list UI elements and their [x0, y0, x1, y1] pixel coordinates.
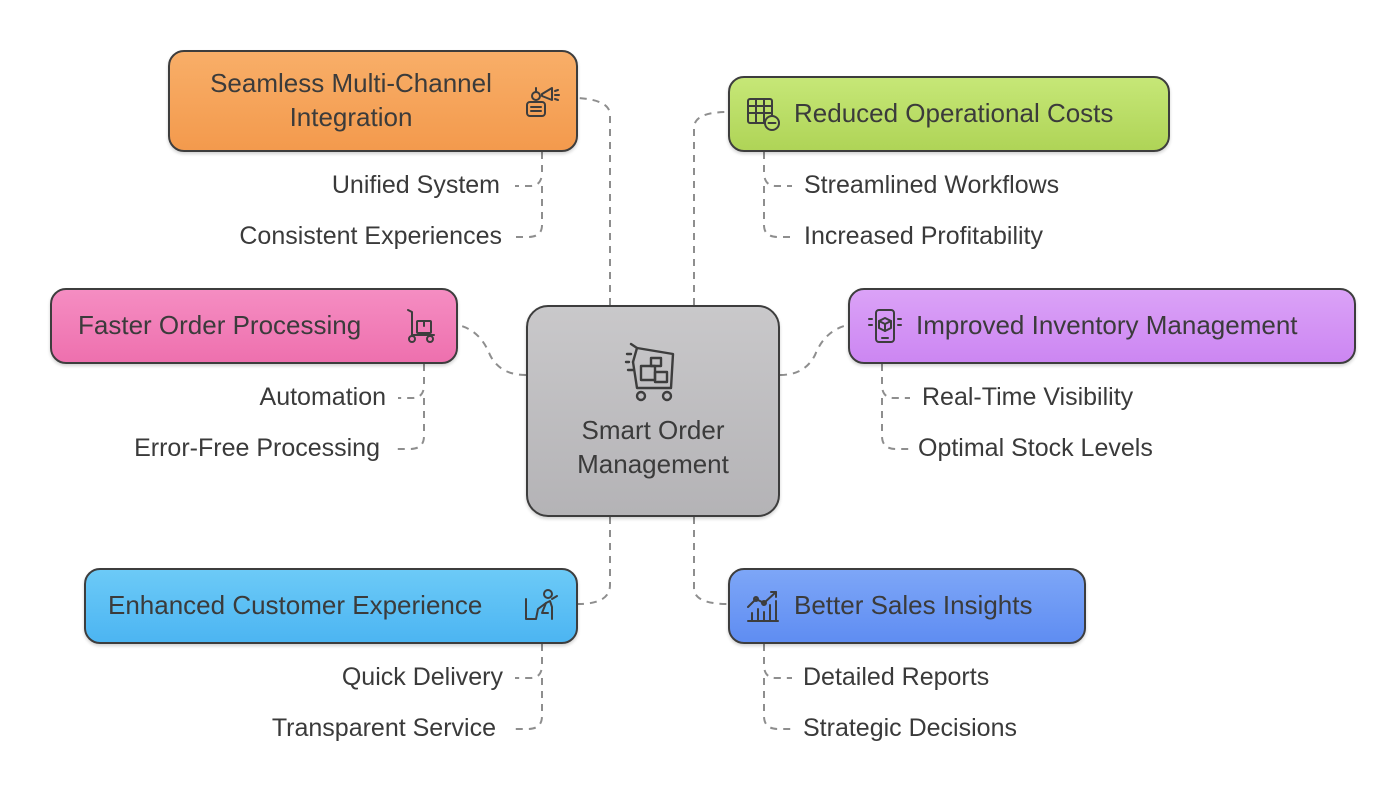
shopping-cart-icon — [623, 340, 683, 414]
center-label-line1: Smart Order — [581, 415, 725, 446]
subitem-strategic-decisions: Strategic Decisions — [803, 714, 1017, 742]
branch-sales: Better Sales Insights — [728, 568, 1086, 644]
branch-multichannel-line1: Seamless Multi-Channel — [210, 68, 492, 99]
connector-customer — [577, 517, 611, 605]
subitem-increased-profitability: Increased Profitability — [804, 222, 1044, 250]
connector-processing — [457, 324, 527, 376]
center-node: Smart Order Management — [526, 305, 780, 517]
subitem-transparent-service: Transparent Service — [271, 714, 496, 742]
subitem-streamlined-workflows: Streamlined Workflows — [804, 171, 1060, 199]
connector-costs — [693, 111, 729, 305]
branch-inventory-label: Improved Inventory Management — [916, 310, 1298, 341]
branch-processing-label: Faster Order Processing — [78, 310, 362, 341]
hand-truck-icon — [402, 307, 440, 345]
subitem-unified-system: Unified System — [331, 171, 500, 199]
connector-sales — [693, 517, 729, 605]
subitem-optimal-stock-levels: Optimal Stock Levels — [918, 434, 1153, 462]
branch-inventory: Improved Inventory Management — [848, 288, 1356, 364]
subitem-real-time-visibility: Real-Time Visibility — [922, 383, 1134, 411]
branch-customer-label: Enhanced Customer Experience — [108, 590, 483, 621]
chart-growth-icon — [744, 587, 782, 625]
branch-processing: Faster Order Processing — [50, 288, 458, 364]
person-desk-icon — [522, 587, 560, 625]
connector-inventory — [779, 324, 849, 376]
phone-box-icon — [866, 307, 904, 345]
subitem-consistent-experiences: Consistent Experiences — [239, 222, 502, 250]
subitem-detailed-reports: Detailed Reports — [803, 663, 990, 691]
subitem-error-free-processing: Error-Free Processing — [134, 434, 380, 462]
center-label-line2: Management — [577, 449, 729, 479]
subitem-quick-delivery: Quick Delivery — [341, 663, 503, 691]
branch-multichannel-line2: Integration — [289, 102, 413, 132]
branch-costs-label: Reduced Operational Costs — [794, 98, 1114, 129]
branch-costs: Reduced Operational Costs — [728, 76, 1170, 152]
branch-sales-label: Better Sales Insights — [794, 590, 1033, 621]
robot-megaphone-icon — [522, 82, 560, 120]
subitem-automation: Automation — [259, 383, 386, 411]
branch-multichannel: Seamless Multi-Channel Integration — [168, 50, 578, 152]
branch-customer: Enhanced Customer Experience — [84, 568, 578, 644]
connector-multichannel — [577, 97, 611, 305]
table-minus-icon — [744, 95, 782, 133]
